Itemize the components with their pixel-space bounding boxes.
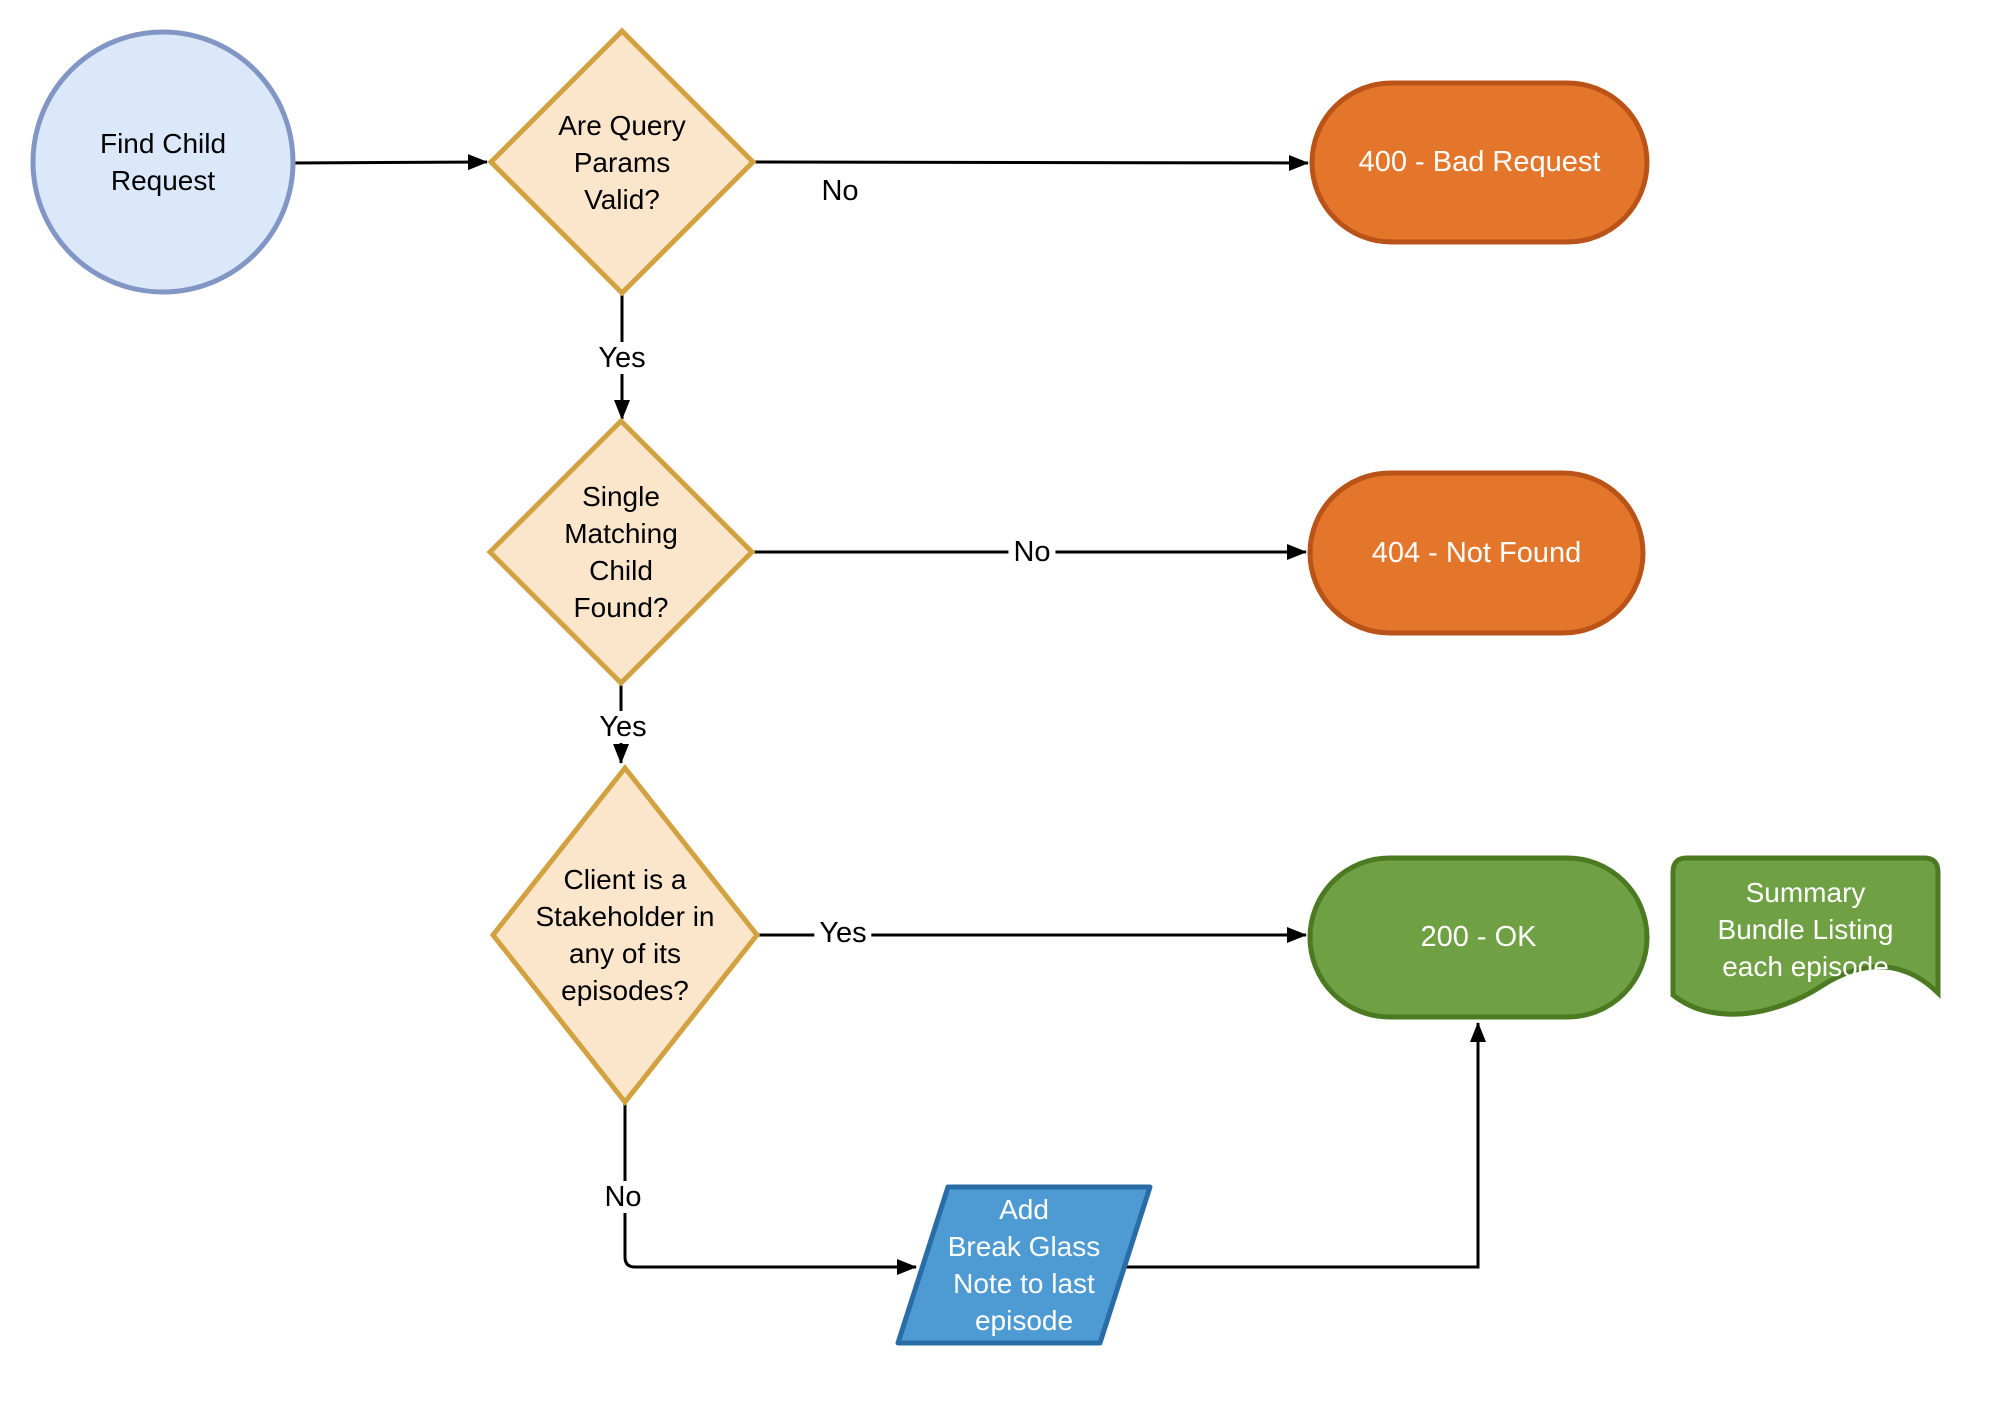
edge-label-params-no: No bbox=[816, 175, 864, 207]
bad-request-pill-shape bbox=[1309, 80, 1650, 245]
edge-label-stakeholder-no: No bbox=[599, 1181, 647, 1213]
single-child-diamond-shape bbox=[486, 417, 756, 687]
edge-check-params-no-to-400 bbox=[752, 154, 1309, 171]
break-glass-parallelogram-shape bbox=[895, 1184, 1153, 1346]
edge-break-glass-to-200 bbox=[1125, 1022, 1486, 1269]
not-found-pill-shape bbox=[1307, 470, 1646, 636]
check-params-diamond-shape bbox=[487, 27, 757, 297]
stakeholder-diamond-shape bbox=[489, 763, 761, 1107]
edge-label-params-yes: Yes bbox=[593, 342, 651, 374]
edge-stakeholder-no-to-break-glass bbox=[623, 1102, 917, 1275]
start-node-shape bbox=[30, 29, 296, 295]
summary-document-shape bbox=[1670, 855, 1941, 1017]
edge-start-to-check-params bbox=[292, 154, 488, 171]
ok-pill-shape bbox=[1307, 855, 1650, 1020]
edge-label-single-yes: Yes bbox=[594, 711, 652, 743]
edge-label-single-no: No bbox=[1008, 536, 1056, 568]
edge-label-stakeholder-yes: Yes bbox=[814, 917, 872, 949]
